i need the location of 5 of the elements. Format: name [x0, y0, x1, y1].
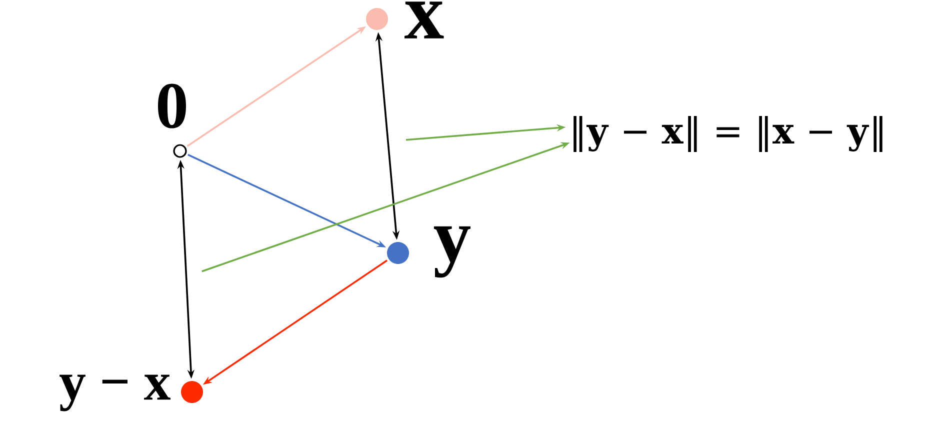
- point-label: y: [434, 226, 470, 278]
- point-label: x: [404, 2, 444, 38]
- formula-text: ‖y − x‖ = ‖x − y‖: [574, 116, 882, 152]
- point-label: 0: [158, 84, 186, 128]
- point-label: y − x: [60, 374, 171, 412]
